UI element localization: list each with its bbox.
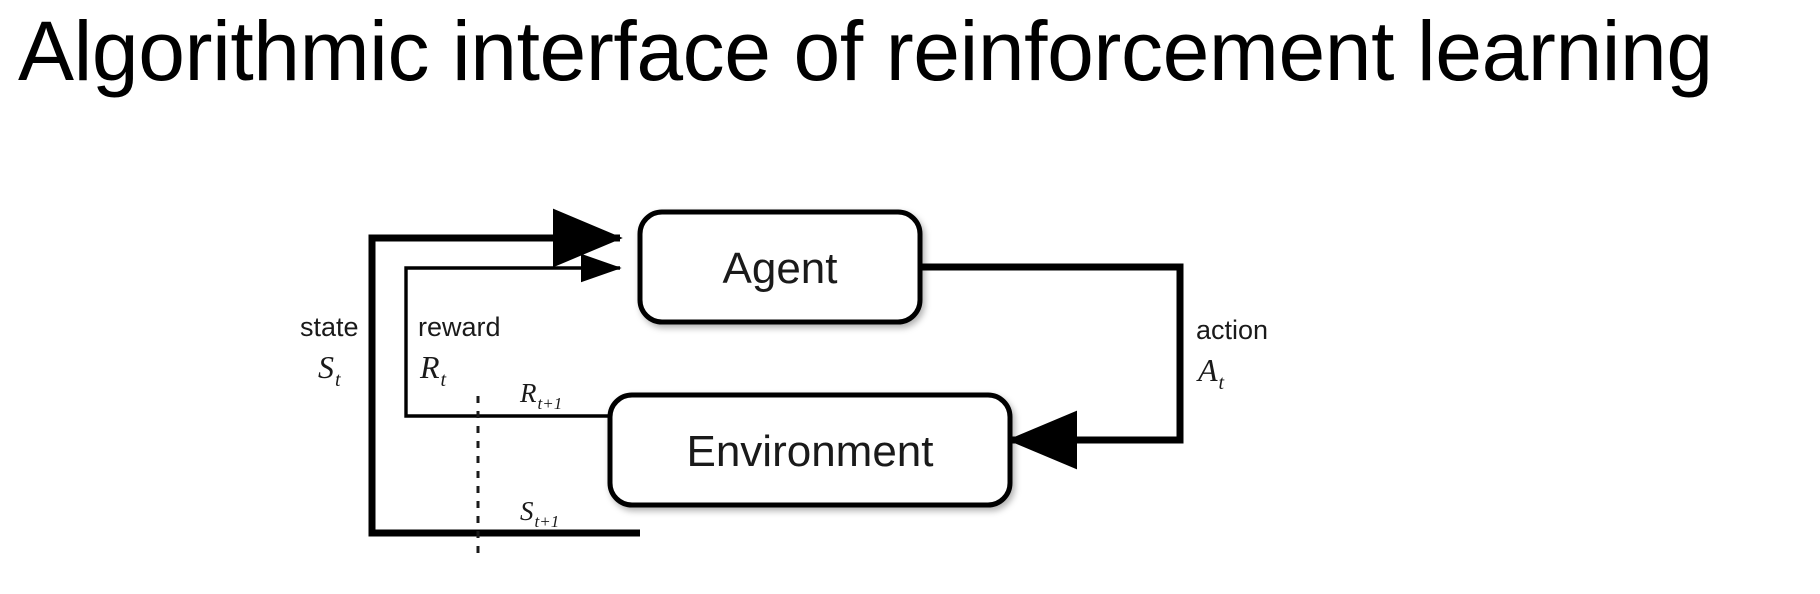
- environment-node[interactable]: Environment: [607, 392, 1013, 508]
- action-symbol: At: [1196, 352, 1225, 394]
- state-feedback-path: [368, 208, 640, 537]
- state-path-line: [368, 208, 640, 537]
- action-symbol-base: A: [1196, 352, 1218, 388]
- state-symbol-subscript: t: [335, 369, 341, 391]
- state-label-text: state: [300, 312, 359, 342]
- reward-feedback-path: [404, 253, 640, 418]
- reward-symbol: Rt: [419, 349, 447, 391]
- agent-label: Agent: [723, 244, 838, 293]
- reward-label-text: reward: [418, 312, 501, 342]
- environment-box[interactable]: [607, 392, 1013, 508]
- reward-next-base: R: [519, 378, 537, 408]
- agent-environment-diagram-svg: Agent Environment state St reward Rt: [300, 208, 1268, 558]
- action-label-text: action: [1196, 315, 1268, 345]
- reward-symbol-subscript: t: [441, 369, 447, 391]
- action-path-line: [920, 263, 1184, 470]
- state-symbol: St: [318, 349, 341, 391]
- rl-loop-diagram: Agent Environment state St reward Rt: [0, 150, 1400, 594]
- reward-signal-label: reward Rt: [418, 312, 501, 391]
- state-next-subscript: t+1: [535, 512, 560, 531]
- state-next-symbol: St+1: [520, 496, 559, 531]
- environment-label: Environment: [686, 427, 933, 476]
- action-signal-label: action At: [1196, 315, 1268, 394]
- agent-box[interactable]: [637, 209, 923, 325]
- reward-next-symbol: Rt+1: [519, 378, 562, 413]
- page-title: Algorithmic interface of reinforcement l…: [18, 4, 1713, 98]
- action-symbol-subscript: t: [1219, 372, 1225, 394]
- action-path: [920, 263, 1184, 470]
- state-next-base: S: [520, 496, 534, 526]
- reward-symbol-base: R: [419, 349, 440, 385]
- state-signal-label: state St: [300, 312, 359, 391]
- agent-node[interactable]: Agent: [637, 209, 923, 325]
- state-symbol-base: S: [318, 349, 334, 385]
- reward-next-subscript: t+1: [538, 394, 563, 413]
- reward-path-line: [404, 253, 640, 418]
